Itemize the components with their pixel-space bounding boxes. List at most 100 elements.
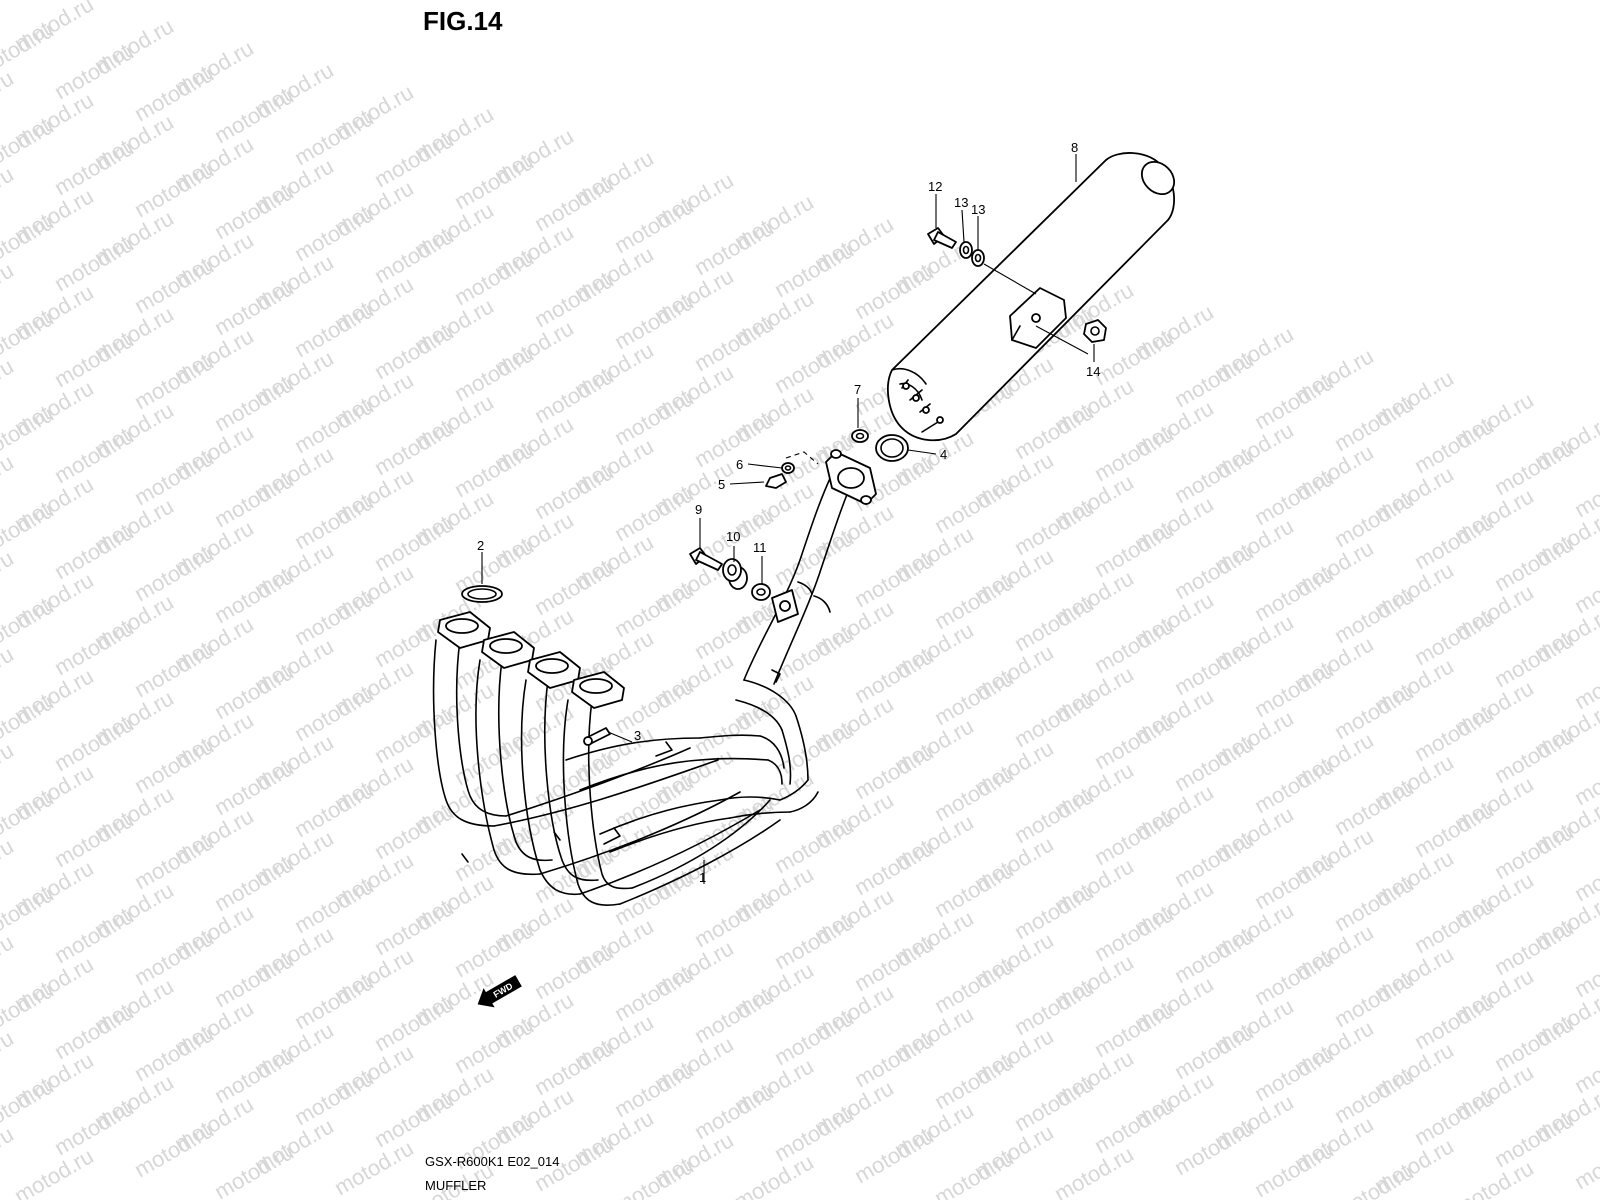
watermark-text: motod.ru [1490, 819, 1578, 884]
watermark-text: motod.ru [50, 807, 138, 872]
exhaust-header-pipes[interactable] [432, 473, 853, 906]
watermark-text: motod.ru [1170, 347, 1258, 412]
watermark-text: motod.ru [1170, 1019, 1258, 1084]
watermark-text: motod.ru [370, 799, 458, 864]
watermark-text: motod.ru [1250, 369, 1338, 434]
watermark-text: motod.ru [1330, 391, 1418, 456]
watermark-text: motod.ru [530, 459, 618, 524]
part-14-nut[interactable] [1083, 319, 1107, 343]
watermark-text: motod.ru [610, 577, 698, 642]
watermark-text: motod.ru [690, 983, 778, 1048]
watermark-text: motod.ru [1330, 583, 1418, 648]
callout-8[interactable]: 8 [1071, 140, 1078, 155]
watermark-text: motod.ru [770, 1101, 858, 1166]
callout-11[interactable]: 11 [753, 540, 767, 555]
pipe-outlet-flange[interactable] [825, 449, 877, 505]
callout-14[interactable]: 14 [1086, 364, 1100, 379]
part-10-cushion[interactable] [722, 558, 748, 590]
watermark-text: motod.ru [850, 259, 938, 324]
callout-9[interactable]: 9 [695, 502, 702, 517]
callout-3[interactable]: 3 [634, 728, 641, 743]
part-6-washer[interactable] [781, 462, 795, 474]
watermark-text: motod.ru [370, 991, 458, 1056]
watermark-text: motod.ru [0, 65, 18, 130]
callout-13a[interactable]: 13 [954, 195, 968, 210]
callout-10[interactable]: 10 [726, 529, 740, 544]
watermark-text: motod.ru [770, 621, 858, 686]
callout-1[interactable]: 1 [699, 870, 706, 885]
part-13-washer-a[interactable] [959, 241, 973, 259]
watermark-text: motod.ru [50, 423, 138, 488]
watermark-text: motod.ru [850, 1027, 938, 1092]
watermark-text: motod.ru [930, 1145, 1018, 1200]
callout-7[interactable]: 7 [854, 382, 861, 397]
watermark-text: motod.ru [50, 327, 138, 392]
watermark-text: motod.ru [530, 555, 618, 620]
callout-12[interactable]: 12 [928, 179, 942, 194]
watermark-text: motod.ru [1410, 797, 1498, 862]
watermark-text: motod.ru [0, 0, 18, 34]
watermark-text: motod.ru [1050, 1141, 1138, 1200]
header-flange-2 [481, 631, 535, 669]
watermark-text: motod.ru [850, 739, 938, 804]
watermark-text: motod.ru [930, 761, 1018, 826]
watermark-text: motod.ru [210, 563, 298, 628]
watermark-text: motod.ru [290, 1065, 378, 1130]
watermark-text: motod.ru [0, 929, 18, 994]
watermark-text: motod.ru [50, 135, 138, 200]
watermark-text: motod.ru [1170, 635, 1258, 700]
watermark-text: motod.ru [1170, 443, 1258, 508]
watermark-text: motod.ru [1090, 901, 1178, 966]
watermark-text: motod.ru [450, 725, 538, 790]
callout-6[interactable]: 6 [736, 457, 743, 472]
watermark-text: motod.ru [290, 489, 378, 554]
watermark-text: motod.ru [1250, 561, 1338, 626]
watermark-text: motod.ru [290, 585, 378, 650]
watermark-text: motod.ru [0, 833, 18, 898]
watermark-text: motod.ru [130, 157, 218, 222]
part-11-washer[interactable] [751, 583, 771, 601]
part-2-gasket[interactable] [461, 585, 503, 603]
watermark-text: motod.ru [690, 311, 778, 376]
watermark-text: motod.ru [770, 813, 858, 878]
part-3-stud-bolt[interactable] [583, 727, 611, 746]
part-4-gasket-ring[interactable] [875, 434, 909, 462]
watermark-text: motod.ru [50, 519, 138, 584]
callout-5[interactable]: 5 [718, 477, 725, 492]
watermark-text: motod.ru [1330, 487, 1418, 552]
watermark-text: motod.ru [850, 835, 938, 900]
callout-2[interactable]: 2 [477, 538, 484, 553]
leader-lines [481, 154, 1095, 884]
part-hanger-bracket[interactable] [771, 589, 799, 623]
watermark-text: motod.ru [1410, 701, 1498, 766]
watermark-text: motod.ru [1490, 915, 1578, 980]
callout-13b[interactable]: 13 [971, 202, 985, 217]
watermark-text: motod.ru [1410, 605, 1498, 670]
watermark-text: motod.ru [1490, 1011, 1578, 1076]
watermark-text: motod.ru [610, 1057, 698, 1122]
watermark-text: motod.ru [130, 349, 218, 414]
watermark-text: motod.ru [1170, 923, 1258, 988]
callout-4[interactable]: 4 [940, 447, 947, 462]
part-12-bolt[interactable] [927, 227, 957, 249]
arrow-left-icon [477, 975, 522, 1008]
watermark-text: motod.ru [130, 1117, 218, 1182]
watermark-text: motod.ru [1330, 871, 1418, 936]
watermark-text: motod.ru [50, 1095, 138, 1160]
part-13-washer-b[interactable] [971, 249, 985, 267]
assembly-dash-line [785, 451, 819, 465]
watermark-text: motod.ru [1250, 1041, 1338, 1106]
watermark-text: motod.ru [1490, 723, 1578, 788]
watermark-text: motod.ru [1570, 1129, 1600, 1194]
figure-title: FIG.14 [423, 6, 503, 36]
watermark-text: motod.ru [1090, 517, 1178, 582]
watermark-text: motod.ru [730, 1149, 818, 1200]
watermark-text: motod.ru [1490, 531, 1578, 596]
part-5-nut[interactable] [765, 473, 787, 489]
watermark-text: motod.ru [290, 681, 378, 746]
part-7-washer[interactable] [851, 429, 869, 443]
part-9-bolt[interactable] [689, 547, 723, 571]
watermark-text: motod.ru [530, 171, 618, 236]
watermark-text: motod.ru [1170, 731, 1258, 796]
part-8-muffler[interactable] [887, 152, 1181, 442]
